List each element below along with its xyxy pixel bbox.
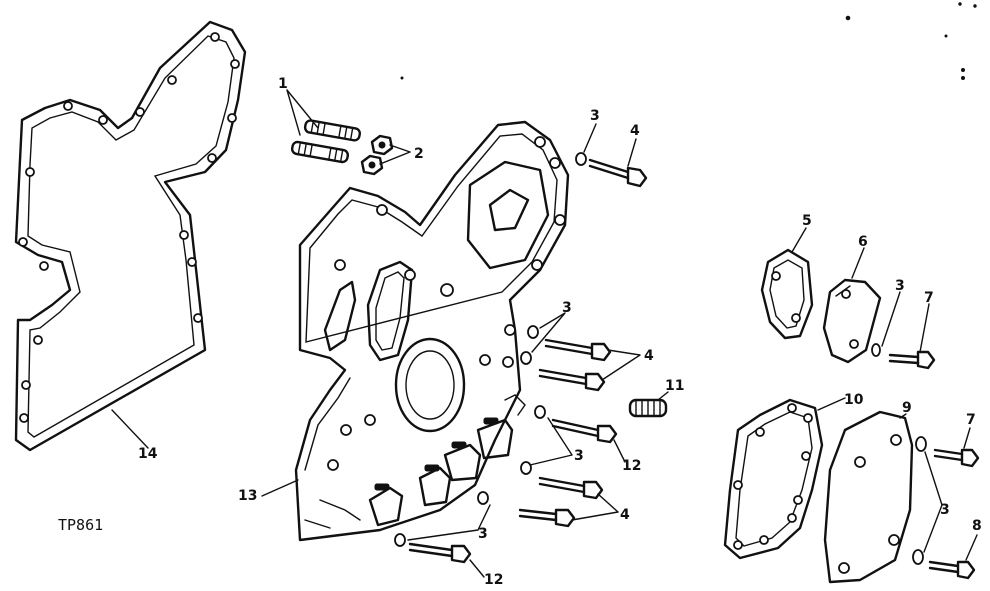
callout-10: 10 xyxy=(844,392,864,408)
cover-part-9 xyxy=(823,410,914,584)
callout-9: 9 xyxy=(902,400,912,416)
callout-3-center: 3 xyxy=(574,448,584,464)
nuts-part-2 xyxy=(360,134,394,176)
leader-lines xyxy=(111,89,978,578)
callout-11: 11 xyxy=(665,378,684,394)
callout-3-pump: 3 xyxy=(895,278,905,294)
callout-12-right: 12 xyxy=(622,458,641,474)
washer-screw-part-3-7-upper xyxy=(871,343,936,370)
callout-labels: 1 2 3 4 3 4 11 3 12 4 3 12 13 14 5 6 3 7… xyxy=(138,76,982,588)
callout-5: 5 xyxy=(802,213,812,229)
scan-specks xyxy=(400,2,977,80)
callout-4-lower: 4 xyxy=(620,507,630,523)
timing-gear-cover-part-13 xyxy=(294,120,570,542)
callout-7-upper: 7 xyxy=(924,290,934,306)
callout-1: 1 xyxy=(278,76,288,92)
callout-7-lower: 7 xyxy=(966,412,976,428)
callout-13: 13 xyxy=(238,488,257,504)
cover-lower-lugs xyxy=(304,394,526,529)
callout-12-bottom: 12 xyxy=(484,572,503,588)
screws-part-12 xyxy=(394,405,618,564)
figure-id: TP861 xyxy=(58,516,103,534)
gasket-part-5 xyxy=(760,248,814,340)
gasket-part-10 xyxy=(723,398,824,560)
springs-part-11 xyxy=(628,398,668,418)
studs-part-1 xyxy=(290,119,361,164)
callout-8: 8 xyxy=(972,518,982,534)
callout-2: 2 xyxy=(414,146,424,162)
gasket-bolt-holes xyxy=(18,32,240,423)
callout-6: 6 xyxy=(858,234,868,250)
washers-screws-part-3-7-8-lower xyxy=(912,436,980,580)
cover-plate-part-6 xyxy=(822,278,882,364)
callout-3-right: 3 xyxy=(940,502,950,518)
callout-14: 14 xyxy=(138,446,158,462)
cap-screws-part-4 xyxy=(477,152,648,528)
callout-3-top: 3 xyxy=(590,108,600,124)
cover-bolt-bosses xyxy=(327,136,566,471)
gasket-part-14 xyxy=(14,20,247,452)
callout-3-lower: 3 xyxy=(478,526,488,542)
callout-4-top: 4 xyxy=(630,123,640,139)
callout-4-mid: 4 xyxy=(644,348,654,364)
callout-3-mid: 3 xyxy=(562,300,572,316)
